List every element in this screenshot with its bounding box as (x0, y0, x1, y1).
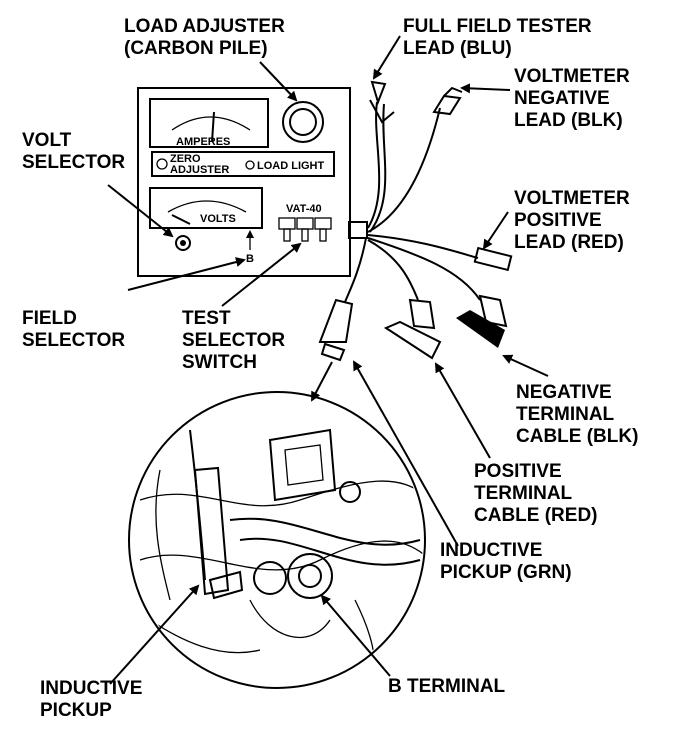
volt-selector-knob (175, 235, 191, 251)
amperes-text: AMPERES (176, 136, 230, 148)
adjuster-text: ADJUSTER (170, 164, 229, 176)
inductive-pickup-grn-label: INDUCTIVE PICKUP (GRN) (440, 540, 572, 583)
tester-body: AMPERES ZERO ADJUSTER LOAD LIGHT VOLTS B… (137, 87, 368, 277)
magnified-view (128, 391, 426, 689)
positive-terminal-label: POSITIVE TERMINAL CABLE (RED) (474, 461, 598, 526)
load-adjuster-label: LOAD ADJUSTER (CARBON PILE) (124, 16, 290, 59)
model-text: VAT-40 (286, 203, 322, 215)
ammeter-window (149, 98, 269, 148)
b-mark-text: B (246, 253, 254, 265)
full-field-tester-label: FULL FIELD TESTER LEAD (BLU) (403, 16, 597, 59)
b-terminal-bolt (287, 553, 333, 599)
negative-terminal-label: NEGATIVE TERMINAL CABLE (BLK) (516, 382, 638, 447)
voltmeter-positive-label: VOLTMETER POSITIVE LEAD (RED) (514, 188, 635, 253)
tester-leads (318, 80, 513, 362)
volt-selector-label: VOLT SELECTOR (22, 130, 125, 173)
b-terminal-label: B TERMINAL (388, 676, 506, 697)
volts-text: VOLTS (200, 213, 236, 225)
test-selector-buttons (278, 217, 332, 242)
inductive-pickup-label: INDUCTIVE PICKUP (40, 678, 148, 721)
callout-arrows (107, 35, 549, 685)
load-adjuster-knob (282, 101, 324, 143)
zero-adjuster-strip (151, 151, 335, 177)
voltmeter-window (149, 187, 263, 229)
test-selector-label: TEST SELECTOR SWITCH (182, 308, 290, 373)
voltmeter-negative-label: VOLTMETER NEGATIVE LEAD (BLK) (514, 66, 635, 131)
zero-text: ZERO (170, 153, 201, 165)
field-selector-label: FIELD SELECTOR (22, 308, 125, 351)
load-light-text: LOAD LIGHT (257, 160, 324, 172)
callout-labels: LOAD ADJUSTER (CARBON PILE) FULL FIELD T… (22, 16, 638, 721)
